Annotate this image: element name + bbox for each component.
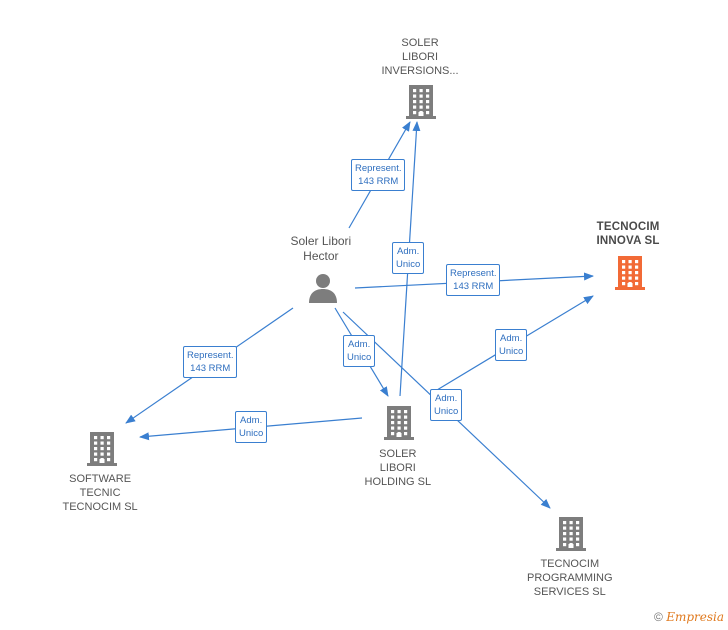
edge-label-line: Adm. <box>240 415 263 426</box>
edge-label-line: Unico <box>347 352 372 363</box>
edge-label-line: 143 RRM <box>190 363 231 374</box>
copyright-symbol: © <box>654 610 663 624</box>
edge-label-line: Adm. <box>500 333 523 344</box>
edge-label-line: Unico <box>434 406 459 417</box>
edge-label[interactable]: Represent. 143 RRM <box>183 346 238 378</box>
edge-label-line: Represent. <box>450 268 497 279</box>
edge-label-line: Unico <box>239 428 264 439</box>
edge-label-line: Represent. <box>187 350 234 361</box>
empresia-logo: Empresia <box>666 610 724 624</box>
node-label-line: INNOVA SL <box>596 235 660 247</box>
edge-label[interactable]: Represent. 143 RRM <box>351 159 406 191</box>
building-icon[interactable] <box>384 404 414 445</box>
edge-label[interactable]: Adm. Unico <box>392 242 425 274</box>
edge-label-line: Adm. <box>397 246 420 257</box>
node-label-line: INVERSIONS... <box>381 65 459 77</box>
node-label-line: SERVICES SL <box>533 586 606 598</box>
node-label-line: SOLER <box>379 448 417 460</box>
node-label-line: TECNIC <box>79 487 121 499</box>
edge-label-line: 143 RRM <box>358 176 399 187</box>
node-label-line: TECNOCIM <box>596 221 660 233</box>
node-label-soler-libori-holding[interactable]: SOLER LIBORI HOLDING SL <box>365 447 432 489</box>
node-label-tecnocim-innova[interactable]: TECNOCIM INNOVA SL <box>597 220 660 248</box>
building-icon[interactable] <box>556 515 586 556</box>
node-label-software-tecnic-tecnocim[interactable]: SOFTWARE TECNIC TECNOCIM SL <box>63 472 138 514</box>
node-label-line: PROGRAMMING <box>527 572 613 584</box>
node-label-line: LIBORI <box>379 462 416 474</box>
edge-label[interactable]: Adm. Unico <box>343 335 376 367</box>
edge-label[interactable]: Adm. Unico <box>235 411 268 443</box>
building-icon[interactable] <box>615 254 645 295</box>
node-label-line: HOLDING SL <box>364 476 432 488</box>
node-label-line: LIBORI <box>401 51 439 63</box>
edge-label-line: Unico <box>396 259 421 270</box>
building-icon[interactable] <box>87 430 117 471</box>
edge-label-line: Adm. <box>435 393 458 404</box>
person-icon[interactable] <box>307 272 339 309</box>
edge-label[interactable]: Adm. Unico <box>430 389 463 421</box>
edge-label[interactable]: Represent. 143 RRM <box>446 264 501 296</box>
building-icon[interactable] <box>406 83 436 124</box>
node-label-line: Hector <box>303 249 339 263</box>
edge-label-line: Unico <box>499 346 524 357</box>
node-label-line: Soler Libori <box>290 234 352 248</box>
node-label-line: TECNOCIM <box>540 558 600 570</box>
edge-label-line: Represent. <box>355 163 402 174</box>
edge-label-line: 143 RRM <box>453 281 494 292</box>
node-label-line: TECNOCIM SL <box>62 501 138 513</box>
edge-label-line: Adm. <box>348 339 371 350</box>
node-label-line: SOLER <box>401 37 439 49</box>
node-label-tecnocim-programming[interactable]: TECNOCIM PROGRAMMING SERVICES SL <box>527 557 613 599</box>
edge-label[interactable]: Adm. Unico <box>495 329 528 361</box>
footer-brand: © Empresia <box>654 610 724 624</box>
node-label-soler-libori-inversions[interactable]: SOLER LIBORI INVERSIONS... <box>382 36 459 78</box>
node-label-line: SOFTWARE <box>69 473 132 485</box>
